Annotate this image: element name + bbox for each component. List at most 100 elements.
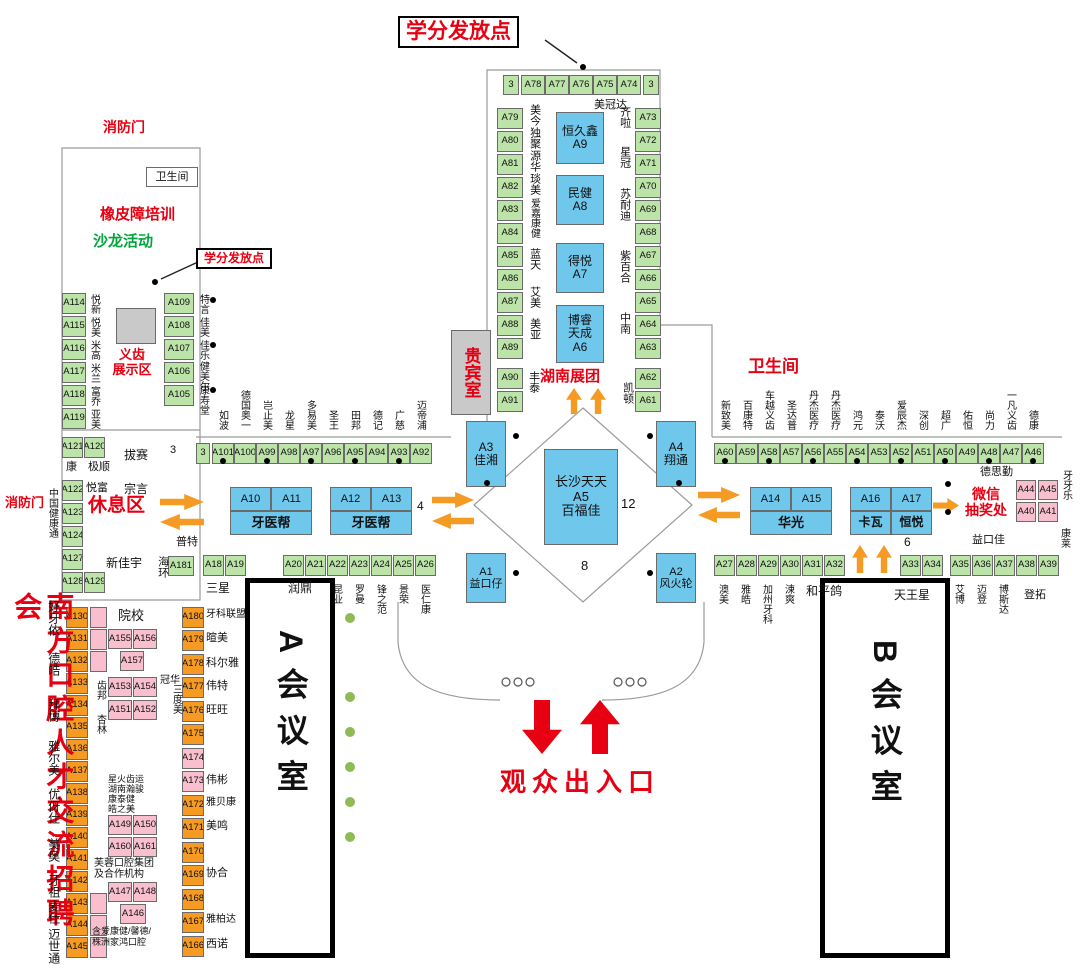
entrance-left-curve	[397, 602, 501, 701]
label: 车越义齿	[762, 390, 774, 430]
booth: A107	[164, 339, 194, 360]
booth: A66	[635, 269, 661, 290]
booth: A35	[950, 555, 971, 576]
label: 丹杰医疗	[828, 390, 840, 430]
label: 伟特	[206, 680, 228, 692]
booth: A48	[978, 443, 1000, 464]
label: 沙龙活动	[93, 233, 154, 250]
label: 艾博	[952, 584, 964, 604]
label: 冠华	[160, 675, 180, 686]
booth: A172	[182, 795, 204, 816]
booth: A117	[62, 362, 86, 383]
label: 伟彬	[206, 774, 228, 786]
label: 澳美	[716, 584, 728, 604]
booth: A105	[164, 385, 194, 406]
label: 宗言	[124, 482, 149, 496]
booth: A11	[271, 487, 312, 511]
meeting-room-b-label: B会议室	[866, 640, 903, 816]
label: 爱嘉康健	[528, 198, 540, 238]
label: 新致美	[718, 400, 730, 430]
booth: A154	[133, 677, 157, 697]
booth: A87	[497, 292, 523, 313]
booth: A116	[62, 339, 86, 360]
booth: A63	[635, 338, 661, 359]
black-dot	[152, 279, 158, 285]
black-dot	[513, 570, 519, 576]
leader-line-top	[544, 39, 578, 64]
label: 益口佳	[972, 534, 1005, 546]
booth: A51	[912, 443, 934, 464]
label: 米高	[88, 340, 100, 360]
label: 普特	[176, 536, 198, 548]
booth: A49	[956, 443, 978, 464]
black-dot	[352, 458, 358, 464]
booth: A176	[182, 701, 204, 722]
booth: A136	[66, 739, 88, 760]
booth: A67	[635, 246, 661, 267]
booth: A62	[635, 368, 661, 389]
booth: A120	[84, 437, 105, 458]
label: 艾美	[528, 286, 541, 308]
booth: A47	[1000, 443, 1022, 464]
booth: A22	[327, 555, 348, 576]
booth: A129	[84, 572, 105, 593]
booth: A119	[62, 408, 86, 429]
booth: A143	[66, 893, 88, 914]
booth: 恒悦	[891, 511, 932, 535]
booth: A40	[1016, 502, 1036, 522]
label: 美奥	[46, 838, 61, 862]
black-dot	[766, 458, 772, 464]
label: 和平鸽	[806, 584, 843, 598]
label: 6	[904, 535, 911, 549]
booth: A122	[62, 480, 83, 501]
black-dot	[484, 480, 490, 486]
green-dot	[345, 692, 355, 702]
label: 医仁康	[418, 584, 430, 614]
black-dot	[1030, 458, 1036, 464]
black-dot	[513, 433, 519, 439]
booth: 牙医帮	[330, 511, 412, 535]
entrance-door-dot	[513, 677, 523, 687]
label: 丹杰医疗	[806, 390, 818, 430]
black-dot	[580, 64, 586, 70]
booth: A18	[203, 555, 224, 576]
booth	[90, 893, 107, 914]
booth: A77	[545, 75, 569, 95]
fire-door-left: 消防门	[5, 495, 45, 510]
rest-area: 休息区	[88, 495, 146, 516]
label: 旺旺	[206, 704, 228, 716]
label: 德康	[1026, 410, 1038, 430]
label: 三星	[206, 581, 231, 595]
label: 凯顿	[621, 382, 634, 404]
label: 株洲家鸿口腔	[92, 937, 147, 947]
booth: A10	[230, 487, 271, 511]
booth: A151	[108, 700, 132, 720]
booth: 牙医帮	[230, 511, 312, 535]
booth: A84	[497, 223, 523, 244]
label: 悦富	[86, 482, 108, 494]
label: 天王星	[894, 588, 931, 602]
booth: A61	[635, 391, 661, 412]
booth: A21	[305, 555, 326, 576]
label: 博斯达	[996, 584, 1008, 614]
label: 雅尔美	[46, 740, 61, 776]
label: 悦美	[88, 317, 100, 337]
label: 牙科联盟	[206, 609, 246, 620]
label: 佳乐	[197, 340, 209, 360]
booth: A57	[780, 443, 802, 464]
label: 皓之美	[108, 804, 136, 814]
booth: A30	[780, 555, 801, 576]
booth: A13	[371, 487, 412, 511]
booth: A92	[410, 443, 432, 464]
booth: A81	[497, 154, 523, 175]
booth	[90, 651, 107, 672]
label: 泰沃	[872, 410, 884, 430]
label: 麦仕	[46, 900, 61, 924]
label: 三度美	[170, 684, 182, 714]
label: 康寿堂	[197, 385, 209, 415]
label: 康泰健	[108, 794, 136, 804]
booth: A160	[108, 837, 132, 857]
booth	[90, 607, 107, 628]
booth: A146	[120, 904, 146, 924]
booth: A27	[714, 555, 735, 576]
